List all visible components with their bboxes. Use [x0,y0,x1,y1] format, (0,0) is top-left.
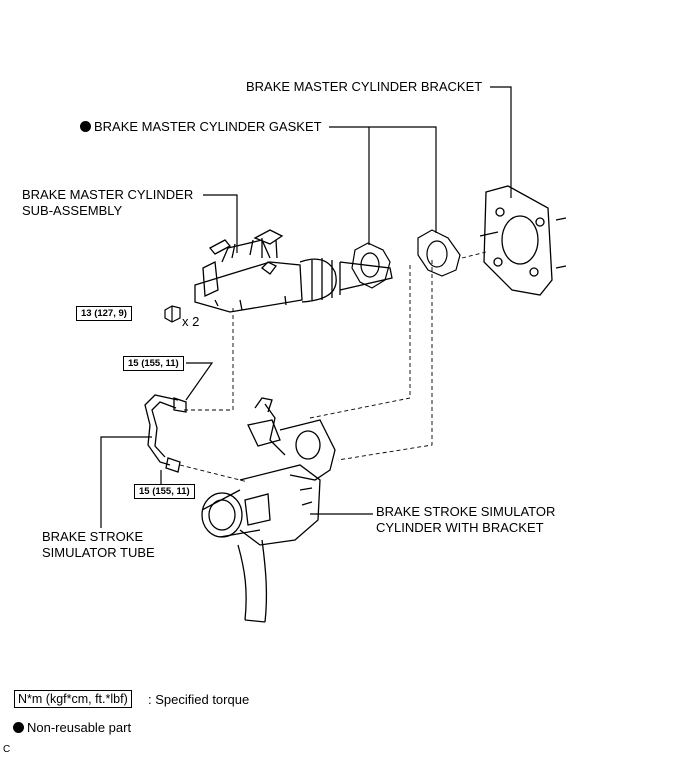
leader-bracket [490,86,512,198]
label-simulator-cyl-1: BRAKE STROKE SIMULATOR [376,504,556,519]
bracket-part [479,185,567,296]
label-nut-count: x 2 [182,314,200,329]
label-gasket: BRAKE MASTER CYLINDER GASKET [94,119,322,134]
legend-torque-units: N*m (kgf*cm, ft.*lbf) [14,690,132,708]
non-reusable-dot-icon [80,121,91,132]
leader-gasket [329,126,437,245]
leader-sub-assembly [203,194,238,253]
corner-code: C [3,744,11,755]
torque-nuts: 13 (127, 9) [76,306,132,321]
gasket-part-1 [351,242,391,289]
gasket-part-2 [417,229,461,277]
label-simulator-tube-2: SIMULATOR TUBE [42,545,155,560]
legend-dot-icon [13,722,24,733]
legend-torque-desc: : Specified torque [148,692,250,707]
leader-tube-label [100,436,152,528]
torque-tube-upper: 15 (155, 11) [123,356,184,371]
label-sub-assembly-2: SUB-ASSEMBLY [22,203,123,218]
leader-tube-upper [185,362,214,401]
label-simulator-tube-1: BRAKE STROKE [42,529,144,544]
legend-non-reusable: Non-reusable part [27,720,132,735]
legend-non-reusable-row: Non-reusable part [13,720,131,736]
label-simulator-cyl-2: CYLINDER WITH BRACKET [376,520,544,535]
simulator-cylinder-part [201,397,336,623]
label-bracket: BRAKE MASTER CYLINDER BRACKET [246,79,483,94]
master-cylinder-body [194,229,393,313]
label-sub-assembly-1: BRAKE MASTER CYLINDER [22,187,194,202]
nut-part [164,305,181,323]
label-gasket-row: BRAKE MASTER CYLINDER GASKET [80,119,322,135]
torque-tube-lower: 15 (155, 11) [134,484,195,499]
simulator-tube-part [144,394,187,473]
